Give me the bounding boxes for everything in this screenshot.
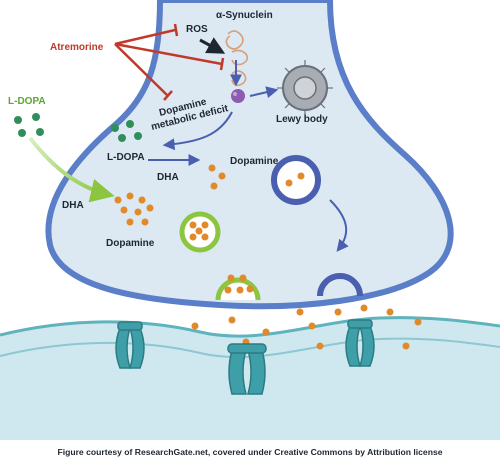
ldopa-inside-label: L-DOPA: [107, 152, 145, 163]
receptor-left: [115, 321, 145, 369]
deficit-arrow: [162, 111, 233, 151]
dha-upper-label: DHA: [157, 172, 179, 183]
vesicle-blue-docked: [317, 273, 363, 297]
presynaptic-terminal: [45, 0, 454, 310]
ros-label: ROS: [186, 24, 208, 35]
atremorine-inhibition: [114, 23, 225, 101]
vesicle-blue-upper: [271, 155, 321, 205]
receptor-right: [345, 319, 375, 367]
ldopa-molecules-outside: [14, 113, 44, 137]
dopamine-molecules-upper: [208, 164, 226, 190]
oligomer-to-lewy-arrow: [249, 86, 279, 99]
dopamine-right-label: Dopamine: [230, 156, 279, 167]
receptor-center: [227, 343, 267, 395]
atremorine-label: Atremorine: [50, 42, 104, 53]
alpha-synuclein-oligomer: [231, 89, 245, 103]
postsynaptic-membrane-inner: [0, 337, 500, 359]
vesicle-release-arrow: [329, 199, 349, 252]
ros-arrow: [199, 37, 226, 54]
ldopa-entry-arrow: [28, 136, 115, 203]
ldopa-molecules-inside: [111, 120, 142, 142]
ldopa-outside-label: L-DOPA: [8, 96, 46, 107]
dha-lower-label: DHA: [62, 200, 84, 211]
figure-caption: Figure courtesy of ResearchGate.net, cov…: [57, 447, 443, 457]
lewy-body: [277, 60, 333, 116]
vesicle-green-upper: [179, 211, 221, 253]
alpha-synuclein-label: α-Synuclein: [216, 10, 273, 21]
lewy-body-label: Lewy body: [276, 114, 328, 125]
dopamine-left-label: Dopamine: [106, 238, 155, 249]
vesicle-green-docked: [215, 274, 261, 301]
dopamine-molecules-lower: [114, 192, 154, 226]
